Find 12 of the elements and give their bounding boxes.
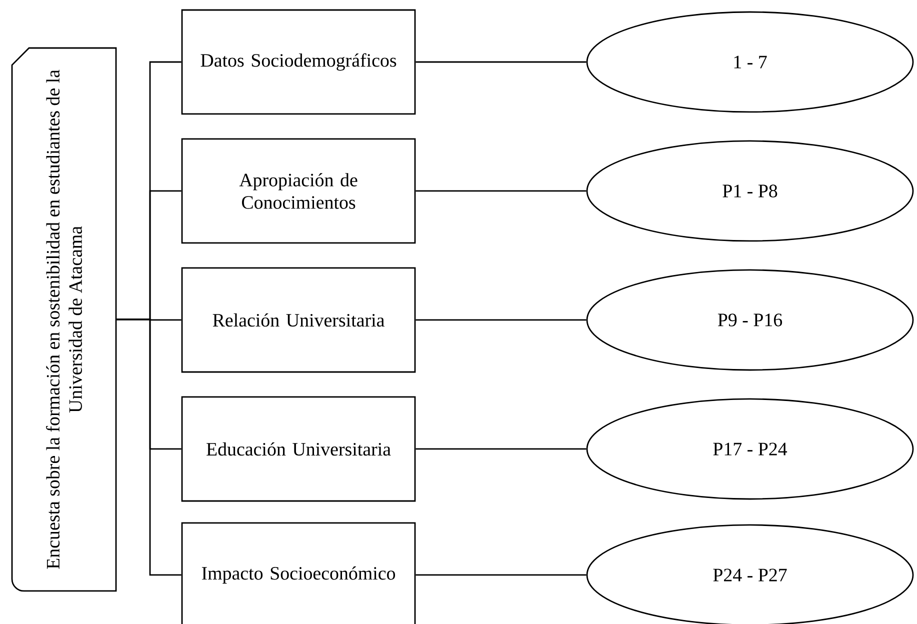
connector-line xyxy=(416,574,586,576)
connector-line xyxy=(416,190,586,192)
connector-line xyxy=(116,318,182,576)
category-box: Apropiación de Conocimientos xyxy=(181,138,416,244)
connector-line xyxy=(416,61,586,63)
connector-line xyxy=(416,319,586,321)
category-box: Datos Sociodemográficos xyxy=(181,9,416,115)
title-box: Encuesta sobre la formación en sostenibilidad en estudiantes de la Universidad de Atacama xyxy=(11,47,117,592)
category-box: Impacto Socioeconómico xyxy=(181,522,416,624)
category-box: Relación Universitaria xyxy=(181,267,416,373)
connector-line xyxy=(416,448,586,450)
category-box: Educación Universitaria xyxy=(181,396,416,502)
